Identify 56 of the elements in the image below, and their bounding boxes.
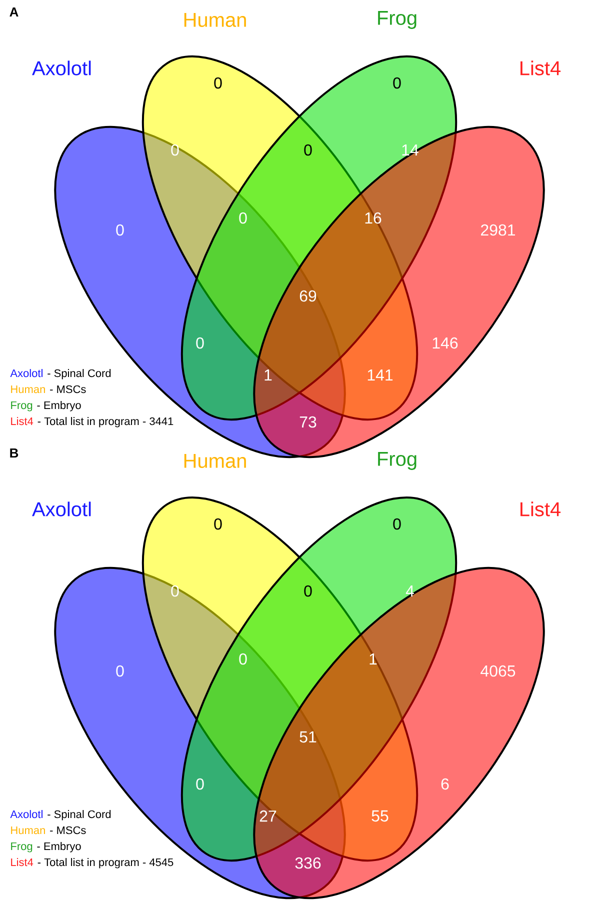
region-count: 146 <box>432 337 458 349</box>
region-count: 0 <box>239 212 247 224</box>
region-count: 0 <box>116 224 124 236</box>
set-label: Human <box>184 13 246 27</box>
region-count: 16 <box>365 212 382 224</box>
legend-description: - MSCs <box>50 826 86 834</box>
region-count: 0 <box>304 585 312 597</box>
region-count: 27 <box>260 810 276 822</box>
region-count: 4 <box>406 586 414 596</box>
legend-description: - MSCs <box>50 385 86 394</box>
set-label: Frog <box>378 452 416 470</box>
region-count: 141 <box>368 370 393 380</box>
region-count: 0 <box>239 653 247 665</box>
legend-set-name: List4 <box>11 417 34 426</box>
legend-set-name: Frog <box>11 842 32 852</box>
legend-description: - Embryo <box>37 401 81 412</box>
region-count: 0 <box>304 144 312 156</box>
region-count: 0 <box>214 77 222 89</box>
region-count: 55 <box>372 810 388 822</box>
region-count: 0 <box>171 144 179 156</box>
region-count: 14 <box>402 144 418 156</box>
region-count: 51 <box>300 731 316 743</box>
region-count: 0 <box>171 585 179 597</box>
region-count: 0 <box>196 337 204 349</box>
region-count: 73 <box>300 416 316 428</box>
region-count: 336 <box>295 857 321 869</box>
legend-description: - Embryo <box>37 842 81 852</box>
legend-description: - Total list in program - 4545 <box>38 858 174 868</box>
set-label: List4 <box>520 60 561 76</box>
region-count: 1 <box>370 654 377 664</box>
legend-description: - Spinal Cord <box>48 369 111 380</box>
region-count: 0 <box>393 77 401 89</box>
region-count: 69 <box>300 290 316 302</box>
legend-set-name: Frog <box>11 401 32 412</box>
panel-letter: B <box>10 448 18 458</box>
legend-set-name: Axolotl <box>10 810 42 818</box>
legend-set-name: Human <box>11 826 45 834</box>
region-count: 2981 <box>481 224 515 236</box>
set-label: Frog <box>378 11 416 29</box>
region-count: 0 <box>196 778 204 790</box>
set-label: Axolotl <box>32 60 91 76</box>
region-count: 1 <box>264 370 272 380</box>
set-label: List4 <box>520 502 561 516</box>
region-count: 4065 <box>480 665 516 677</box>
panel-letter: A <box>10 8 18 16</box>
legend-set-name: Human <box>11 385 45 394</box>
region-count: 0 <box>393 518 401 530</box>
legend-set-name: List4 <box>11 858 34 866</box>
region-count: 0 <box>214 518 222 530</box>
legend-description: - Spinal Cord <box>48 810 111 820</box>
set-label: Human <box>184 454 246 468</box>
legend-description: - Total list in program - 3441 <box>38 417 174 428</box>
set-label: Axolotl <box>32 502 91 516</box>
legend-set-name: Axolotl <box>10 369 42 378</box>
region-count: 6 <box>441 778 449 790</box>
region-count: 0 <box>116 665 124 677</box>
